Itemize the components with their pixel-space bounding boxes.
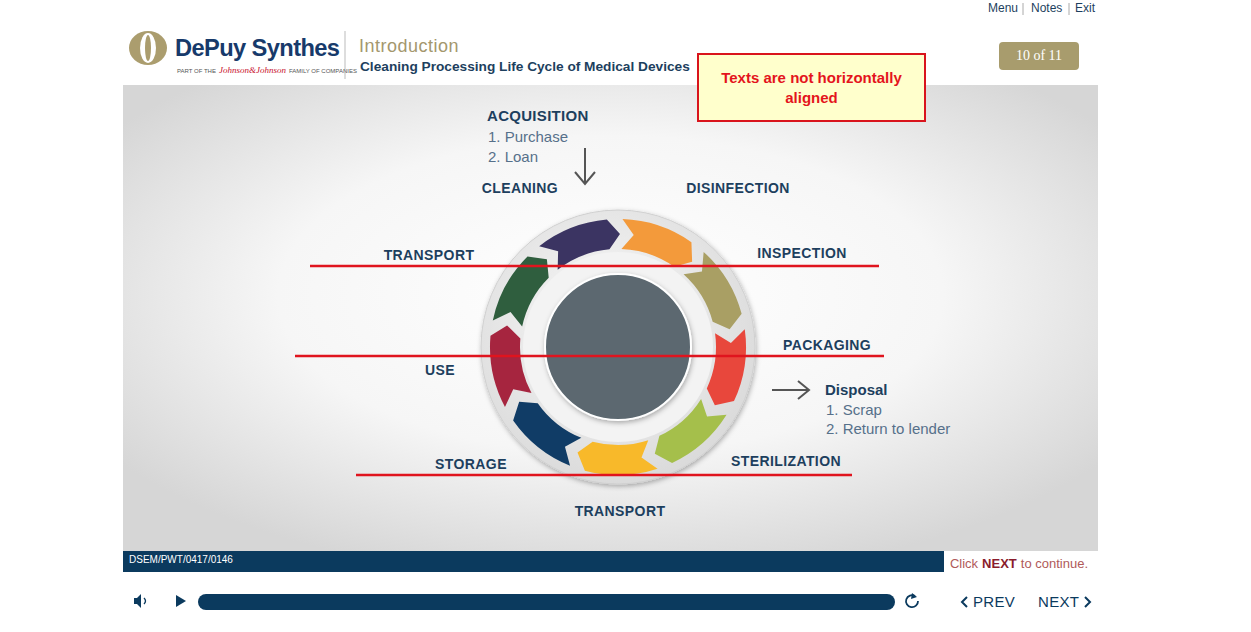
flow-arrow [772, 381, 809, 399]
instruction-group: Click NEXT to continue. [950, 557, 1088, 571]
cycle-arrow-segment [490, 325, 531, 407]
brand-name: DePuy Synthes [175, 35, 339, 61]
volume-icon [134, 594, 141, 608]
cycle-arrow-segment [707, 329, 746, 405]
annotation-line [295, 266, 884, 475]
brand-logo [129, 31, 167, 65]
replay-icon [911, 593, 917, 599]
cycle-arrow-segment [578, 440, 658, 475]
list-item: 1. Purchase [488, 129, 568, 146]
list-item: 1. Scrap [826, 402, 882, 419]
footer-band: DSEM/PWT/0417/0146 [123, 551, 944, 572]
stage-label: ACQUISITION [487, 108, 589, 125]
cycle-arrow-segment [539, 219, 620, 269]
slide-title: Introduction [359, 37, 459, 57]
next-chevron [1085, 597, 1090, 607]
brand-tagline: PART OF THE [177, 68, 216, 75]
menu-separator [1023, 3, 1024, 15]
stage-label: INSPECTION [757, 246, 847, 261]
stage-label: USE [425, 363, 455, 378]
annotation-callout: Texts are not horizontally aligned [697, 53, 926, 122]
play-icon [176, 595, 186, 607]
progress-bar [198, 594, 895, 610]
brand-tagline-group: PART OF THEJohnson&JohnsonFAMILY OF COMP… [177, 66, 357, 76]
brand-tagline: FAMILY OF COMPANIES [289, 68, 357, 75]
menu-link: Exit [1075, 2, 1095, 15]
nav-button: NEXT [1038, 594, 1079, 611]
instruction-text: to continue. [1021, 557, 1088, 571]
list-item: 2. Return to lender [826, 421, 950, 438]
page-counter-badge-text: 10 of 11 [1016, 47, 1062, 65]
menu-link: Notes [1031, 2, 1062, 15]
stage-label: PACKAGING [783, 338, 871, 353]
cycle-arrow-segment [655, 399, 727, 463]
stage-label: Disposal [825, 382, 888, 399]
stage-label: DISINFECTION [686, 181, 790, 196]
stage-label: TRANSPORT [384, 248, 475, 263]
prev-chevron [962, 597, 967, 607]
flow-arrow [575, 148, 595, 184]
menu-separator [1069, 3, 1070, 15]
nav-button: PREV [973, 594, 1015, 611]
list-item: 2. Loan [488, 149, 538, 166]
volume-icon [144, 598, 146, 604]
footer-band-text: DSEM/PWT/0417/0146 [129, 553, 233, 566]
annotation-callout-text: Texts are not horizontally aligned [709, 68, 914, 107]
stage-label: TRANSPORT [575, 504, 666, 519]
cycle-arrow-segment [513, 402, 581, 466]
stage-label: STERILIZATION [731, 454, 841, 469]
menu-link: Menu [988, 2, 1018, 15]
instruction-text: Click [950, 557, 978, 571]
stage-label: STORAGE [435, 457, 507, 472]
cycle-arrow-segment [621, 219, 692, 267]
brand-parent-logo: Johnson&Johnson [219, 66, 286, 76]
cycle-arrow-segment [684, 252, 742, 329]
slide-background [123, 85, 1098, 551]
stage-label: CLEANING [482, 181, 558, 196]
instruction-text: NEXT [982, 557, 1017, 571]
life-cycle-wheel [481, 210, 755, 484]
page-counter-badge: 10 of 11 [999, 42, 1079, 70]
slide-subtitle: Cleaning Processing Life Cycle of Medica… [360, 59, 690, 74]
